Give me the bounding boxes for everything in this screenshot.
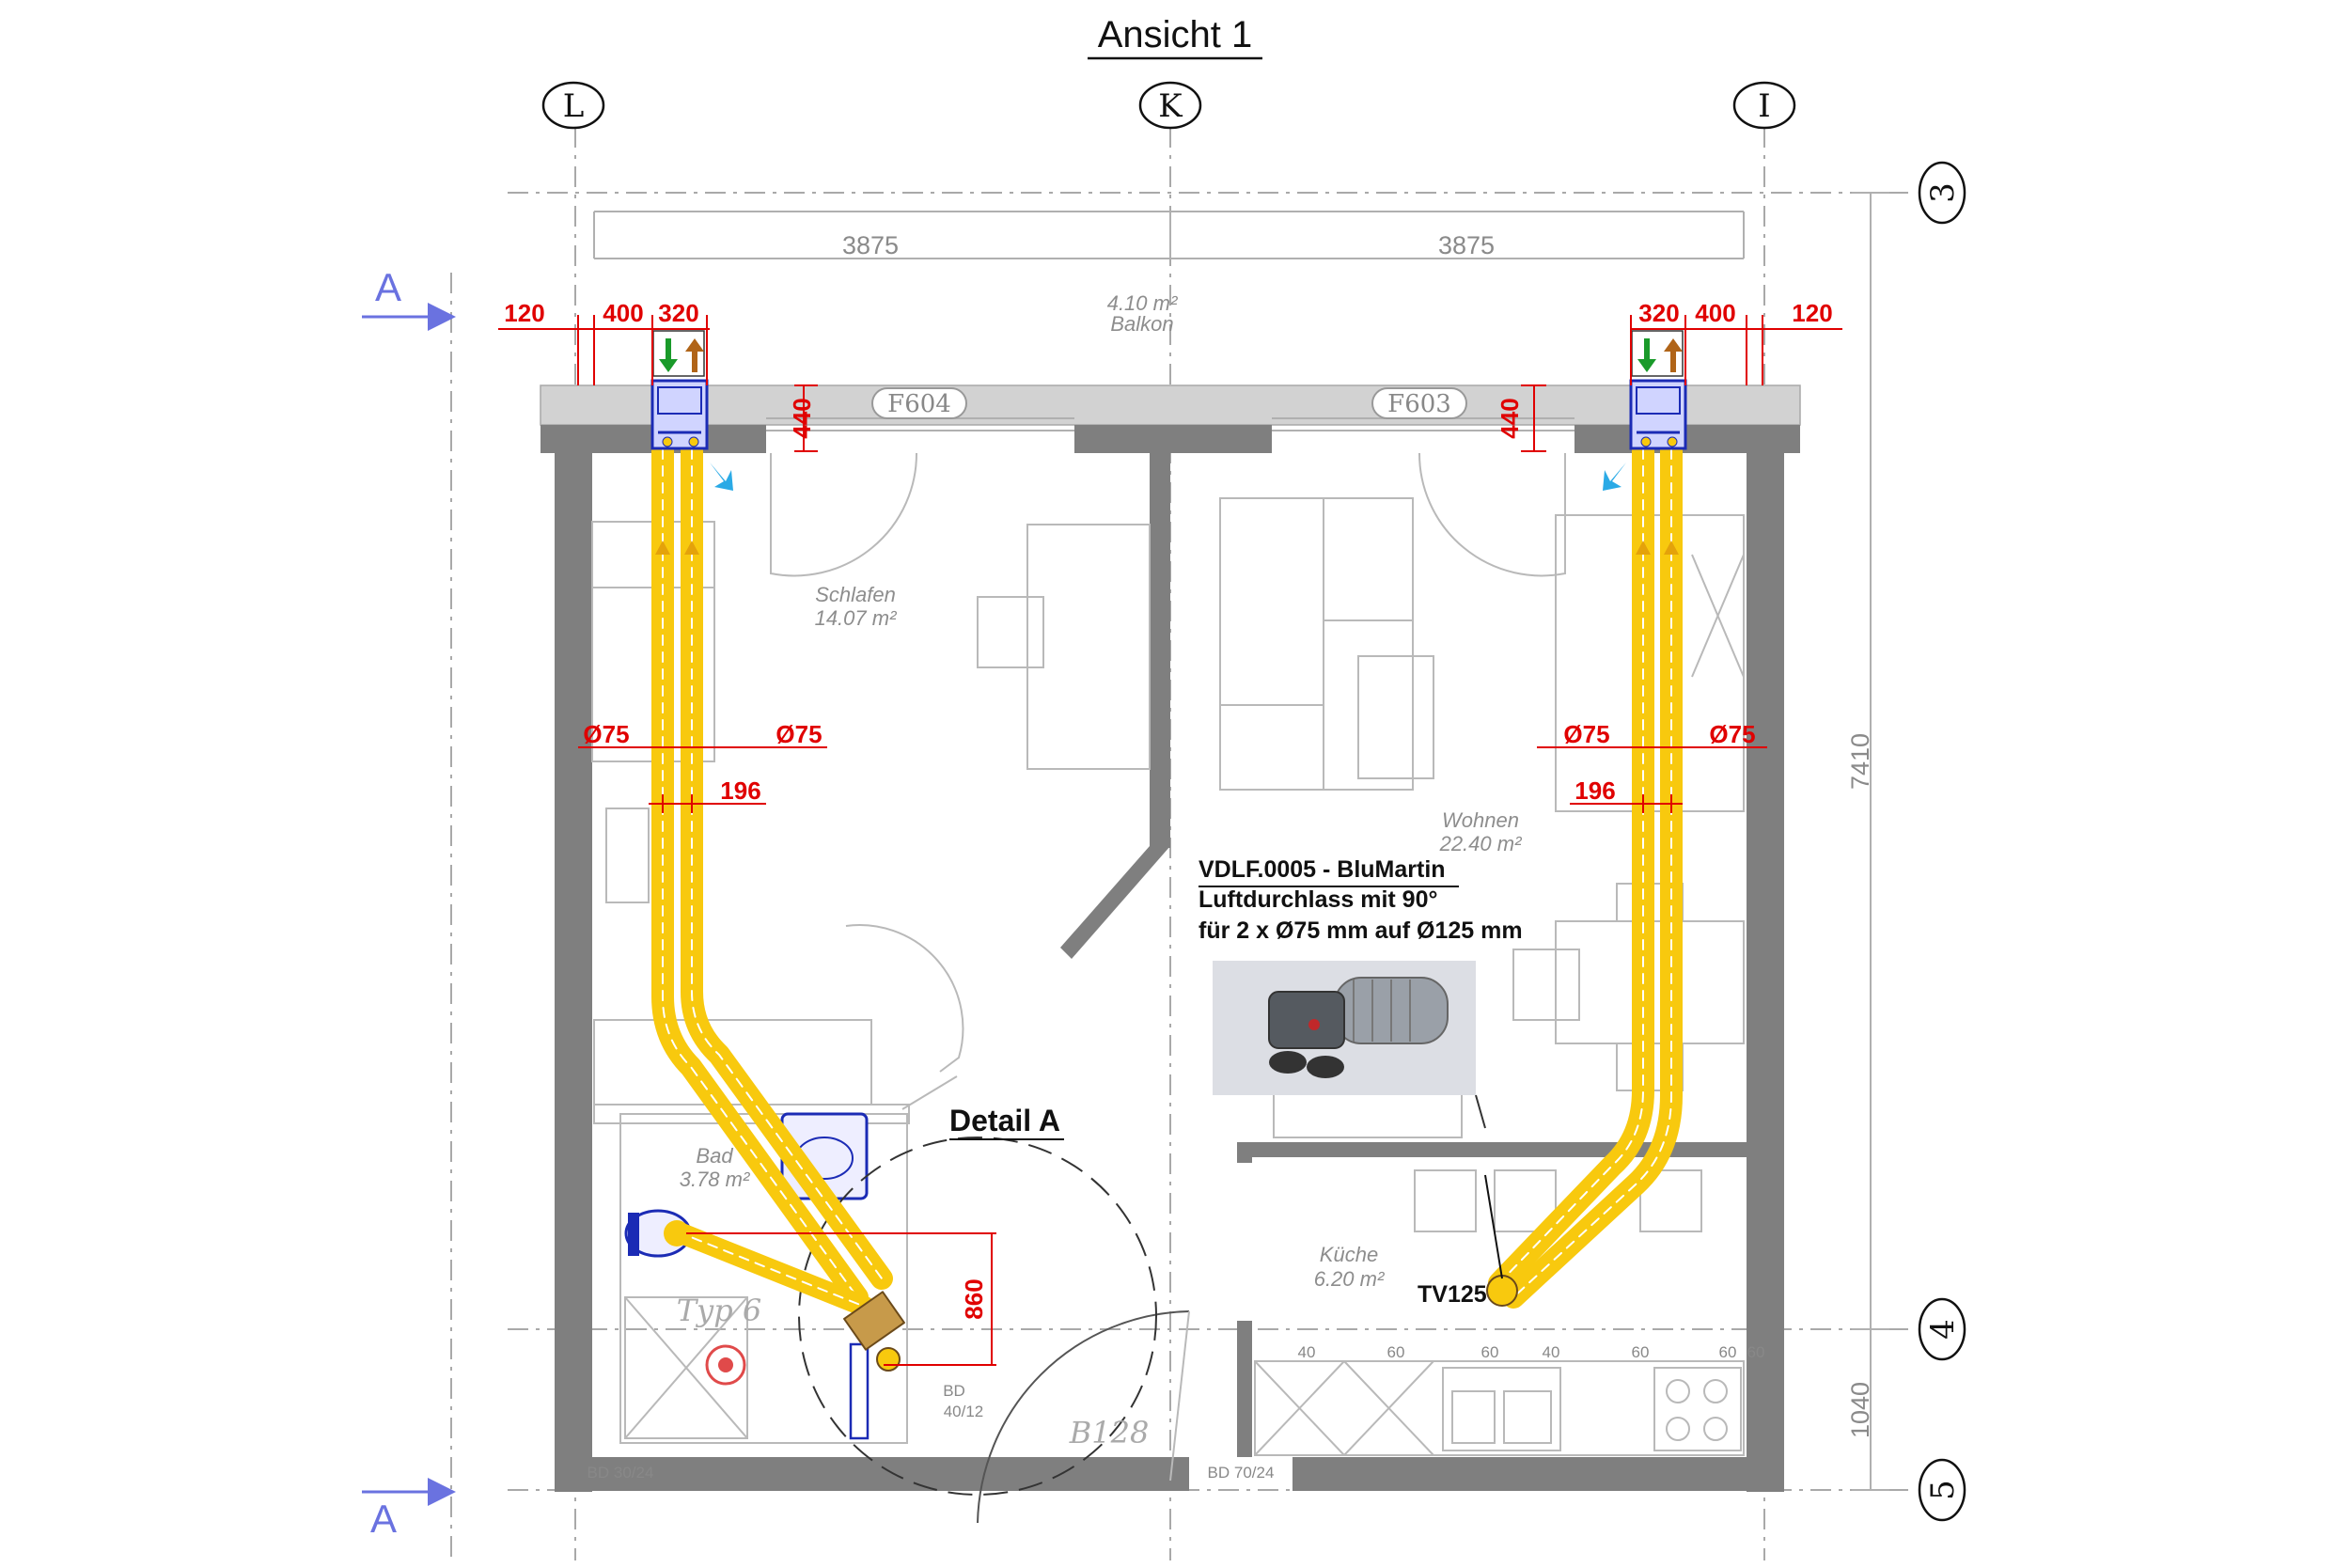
balcony-slab: [540, 384, 1801, 426]
dim-320-left: 320: [658, 299, 698, 327]
dim-1040: 1040: [1846, 1382, 1874, 1438]
room-bad-area: 3.78 m²: [680, 1168, 750, 1191]
room-schlafen: Schlafen: [815, 583, 896, 606]
ventilation-unit-left: [650, 379, 709, 450]
svg-text:3: 3: [1924, 182, 1962, 203]
product-note-line2: Luftdurchlass mit 90°: [1198, 886, 1438, 913]
svg-text:4: 4: [1924, 1319, 1962, 1340]
duct-right: [1486, 438, 1683, 1309]
room-kueche: Küche: [1320, 1243, 1378, 1266]
axis-bubble-3: 3: [1918, 161, 1966, 225]
window-f603: F603: [1272, 387, 1574, 577]
room-schlafen-area: 14.07 m²: [815, 606, 897, 630]
counter-label-2: 60: [1387, 1343, 1405, 1361]
door-b128: [798, 1137, 1190, 1524]
airflow-arrows: [652, 330, 1684, 555]
bd-label-3b: 40/12: [944, 1403, 984, 1420]
kitchen-counter: [1254, 1169, 1745, 1456]
tv125-leader: [1484, 1174, 1503, 1279]
dim-120-left: 120: [504, 299, 544, 327]
dim-400-left: 400: [603, 299, 643, 327]
duct-left: [651, 438, 905, 1372]
counter-label-5: 60: [1632, 1343, 1650, 1361]
typ-label: Typ 6: [677, 1293, 761, 1328]
room-wohnen: Wohnen: [1442, 808, 1519, 832]
room-bad: Bad: [696, 1144, 733, 1168]
dim-d75-right-a: Ø75: [1563, 720, 1609, 748]
bd-label-1: BD 30/24: [588, 1464, 654, 1482]
red-dimensions-left: [498, 315, 818, 452]
dim-120-right: 120: [1792, 299, 1832, 327]
red-dimensions-right: [1521, 315, 1842, 452]
section-marker-top: A: [362, 265, 456, 331]
dim-d75-right-b: Ø75: [1709, 720, 1755, 748]
dim-400-right: 400: [1695, 299, 1735, 327]
counter-label-1: 40: [1298, 1343, 1316, 1361]
svg-text:I: I: [1758, 87, 1770, 125]
balcony-area: 4.10 m²: [1107, 291, 1178, 315]
overall-dimension-line: [593, 211, 1745, 259]
product-note-line3: für 2 x Ø75 mm auf Ø125 mm: [1198, 917, 1523, 944]
product-note-line1: VDLF.0005 - BluMartin: [1198, 856, 1446, 883]
dim-860: 860: [960, 1278, 988, 1319]
room-kueche-area: 6.20 m²: [1314, 1267, 1385, 1291]
axis-bubble-5: 5: [1918, 1458, 1966, 1522]
dim-196-left: 196: [720, 776, 760, 805]
axis-bubble-i: I: [1732, 81, 1796, 130]
dim-3875-left: 3875: [842, 231, 899, 259]
vertical-dimension-line: [1852, 192, 1889, 1491]
svg-text:5: 5: [1924, 1480, 1962, 1500]
svg-text:L: L: [563, 87, 585, 125]
ventilation-unit-right: [1629, 379, 1687, 450]
counter-label-7: 60: [1747, 1343, 1765, 1361]
bath-dimension: [686, 1232, 996, 1366]
counter-label-4: 40: [1543, 1343, 1560, 1361]
door-label: B128: [1069, 1415, 1150, 1450]
dim-196-right: 196: [1574, 776, 1615, 805]
dim-d75-left-a: Ø75: [583, 720, 629, 748]
dim-d75-left-b: Ø75: [776, 720, 822, 748]
balcony-label: Balkon: [1110, 312, 1173, 336]
room-wohnen-area: 22.40 m²: [1439, 832, 1522, 855]
svg-text:K: K: [1158, 87, 1183, 125]
counter-label-3: 60: [1481, 1343, 1499, 1361]
bedroom-furniture: [591, 521, 1151, 903]
bd-label-2: BD 70/24: [1208, 1464, 1275, 1482]
counter-label-6: 60: [1719, 1343, 1737, 1361]
dim-7410: 7410: [1846, 733, 1874, 790]
product-photo: [1213, 961, 1486, 1129]
dim-320-right: 320: [1638, 299, 1679, 327]
axis-bubble-l: L: [541, 81, 605, 130]
axis-bubble-4: 4: [1918, 1297, 1966, 1361]
drawing-title: Ansicht 1: [1098, 14, 1253, 55]
dim-440-left: 440: [788, 398, 816, 438]
dim-3875-right: 3875: [1438, 231, 1495, 259]
svg-text:F604: F604: [887, 390, 951, 418]
detail-a-label: Detail A: [949, 1104, 1060, 1137]
svg-text:F603: F603: [1387, 390, 1451, 418]
tv125-label: TV125: [1418, 1281, 1487, 1308]
svg-text:A: A: [375, 265, 401, 309]
bd-label-3: BD: [943, 1382, 965, 1400]
pipe-dimensions-right: [1537, 746, 1767, 813]
dim-440-right: 440: [1496, 398, 1524, 438]
window-f604: F604: [766, 387, 1074, 577]
pipe-dimensions-left: [578, 746, 827, 813]
axis-bubble-k: K: [1138, 81, 1202, 130]
svg-text:A: A: [370, 1497, 397, 1541]
section-marker-bottom: A: [362, 1478, 456, 1541]
